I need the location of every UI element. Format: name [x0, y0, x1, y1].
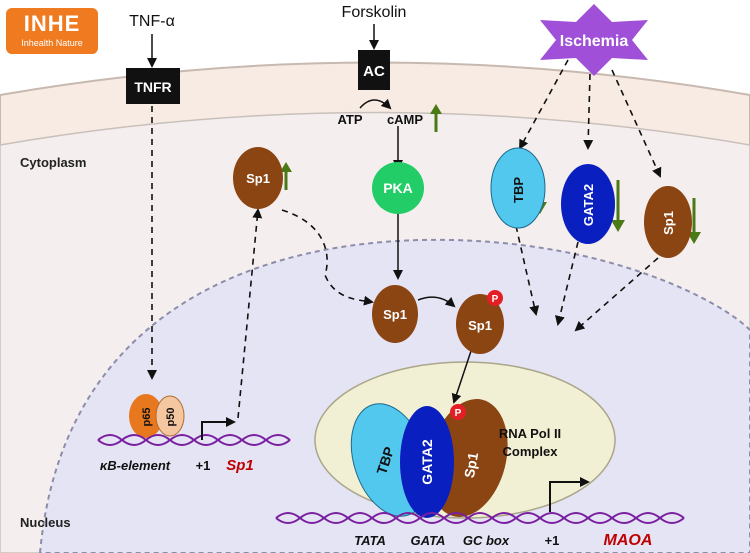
dna-maoa-strand-b	[275, 512, 685, 524]
ischemia-gata2-arrow	[583, 73, 594, 150]
ischemia-label: Ischemia	[560, 33, 629, 50]
gata2-cytoplasm	[561, 164, 615, 244]
sp1-down-arrow-head	[687, 232, 701, 244]
sp1-cytoplasm-up	[233, 147, 283, 209]
kb-element-label: κB-element	[100, 458, 171, 473]
camp-up-arrow-head	[430, 104, 442, 114]
phospho-badge-2	[450, 404, 466, 420]
gata2-down-arrow-head	[611, 220, 625, 232]
sp1-cytoplasm-up-label: Sp1	[246, 171, 270, 186]
dna-maoa-strand-a	[275, 512, 685, 524]
nucleus-label: Nucleus	[20, 515, 71, 530]
maoa-tss-arrow-head	[580, 477, 590, 487]
sp1-complex-label: Sp1	[461, 451, 481, 479]
p50-label: p50	[165, 408, 177, 427]
gata-label: GATA	[411, 533, 446, 548]
p65-label: p65	[141, 408, 153, 427]
ac-box	[358, 50, 390, 90]
p50-subunit	[155, 395, 185, 437]
gc-box-label: GC box	[463, 533, 510, 548]
ac-label: AC	[363, 63, 385, 80]
sp1-tss-arrow	[201, 421, 226, 440]
phospho-badge-1	[487, 290, 503, 306]
gata2-cytoplasm-label: GATA2	[581, 184, 596, 226]
sp1-up-arrow-head	[280, 162, 292, 172]
forskolin-label: Forskolin	[342, 4, 407, 21]
sp1-nuclear-label: Sp1	[383, 307, 407, 322]
maoa-gene-label: MAOA	[604, 532, 653, 549]
ischemia-sp1-arrow	[611, 69, 662, 178]
dna-sp1-strand-b	[97, 434, 291, 446]
tnf-alpha-label: TNF-α	[129, 13, 175, 30]
sp1-phospho-arrow	[417, 296, 456, 308]
sp1-phosphorylated	[456, 294, 504, 354]
tata-label: TATA	[354, 533, 386, 548]
atp-label: ATP	[337, 112, 362, 127]
maoa-plus1-label: +1	[545, 533, 560, 548]
sp1-cytoplasm-down	[644, 186, 692, 258]
sp1p-complex-arrow	[451, 341, 475, 404]
sp1-plus1-label: +1	[196, 458, 211, 473]
sp1-nuclear-import-arrow	[281, 209, 374, 306]
tbp-complex-arrow	[515, 225, 540, 316]
sp1-cytoplasm-down-label: Sp1	[661, 211, 676, 235]
gata2-complex-label: GATA2	[419, 439, 435, 485]
gata2-complex	[400, 406, 454, 518]
phospho-badge-2-label: P	[455, 408, 462, 419]
phospho-badge-1-label: P	[492, 294, 499, 305]
pka-circle	[372, 162, 424, 214]
ischemia-star	[540, 4, 648, 76]
maoa-tss-arrow	[549, 481, 580, 512]
p65-subunit	[129, 394, 163, 438]
tbp-cytoplasm-label: TBP	[511, 177, 526, 203]
sp1-phospho-label: Sp1	[468, 318, 492, 333]
inhe-logo: INHE Inhealth Nature	[6, 8, 98, 54]
sp1-complex-arrow	[574, 257, 659, 332]
tbp-cytoplasm	[490, 147, 546, 229]
gata2-complex-arrow	[555, 241, 579, 326]
tnfr-box	[126, 68, 180, 104]
tnfr-label: TNFR	[134, 79, 171, 95]
camp-label: cAMP	[387, 112, 423, 127]
pka-label: PKA	[383, 180, 413, 196]
complex-label-line2: Complex	[503, 444, 559, 459]
logo-tagline: Inhealth Nature	[21, 38, 83, 48]
sp1-tss-arrow-head	[226, 417, 236, 427]
atp-camp-arrow	[359, 98, 392, 110]
sp1-gene-protein-arrow	[237, 208, 263, 419]
logo-brand: INHE	[23, 11, 81, 36]
complex-label-line1: RNA Pol II	[499, 426, 561, 441]
ischemia-tbp-arrow	[519, 59, 569, 150]
sp1-gene-label: Sp1	[226, 457, 254, 474]
cytoplasm-label: Cytoplasm	[20, 155, 86, 170]
sp1-nuclear	[372, 285, 418, 343]
